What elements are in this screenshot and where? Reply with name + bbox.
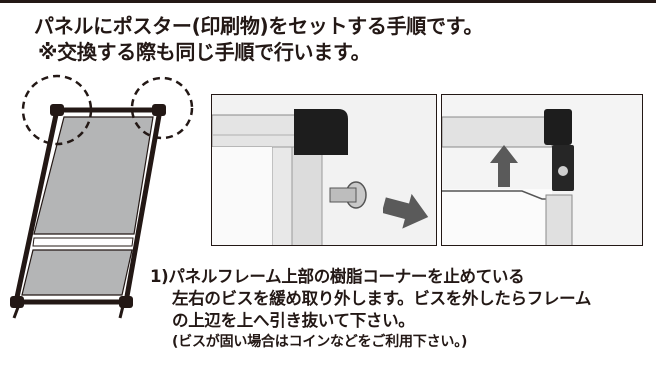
- photo-corner-screw: [211, 94, 437, 246]
- highlight-circle-left: [21, 74, 93, 146]
- raised-corner-cap: [544, 109, 572, 145]
- corner-cap: [294, 109, 348, 155]
- top-right-corner-cap: [152, 104, 166, 116]
- panel-leg-left: [12, 301, 22, 319]
- step-instructions: 1)パネルフレーム上部の樹脂コーナーを止めている 左右のビスを緩め取り外します。…: [150, 266, 591, 352]
- panel-band: [32, 237, 134, 247]
- arrow-up-icon: [490, 145, 518, 187]
- top-rule: [0, 0, 656, 3]
- panel-leg-right: [118, 301, 126, 319]
- poster-area-upper: [33, 116, 154, 235]
- bottom-left-corner-cap: [10, 296, 24, 308]
- instruction-subtitle: ※交換する際も同じ手順で行います。: [38, 40, 371, 64]
- poster-area-lower: [21, 249, 133, 296]
- top-left-corner-cap: [50, 104, 64, 116]
- step-note: (ビスが固い場合はコインなどをご利用下さい。): [172, 334, 468, 350]
- arrow-right-icon: [383, 193, 429, 229]
- instruction-title: パネルにポスター(印刷物)をセットする手順です。: [34, 14, 484, 38]
- photo-frame-pulled-up: [441, 94, 643, 246]
- step-line-1: 1)パネルフレーム上部の樹脂コーナーを止めている: [150, 267, 525, 286]
- step-line-2: 左右のビスを緩め取り外します。ビスを外したらフレーム: [172, 289, 592, 308]
- poster-panel-illustration: [10, 74, 194, 319]
- highlight-circle-right: [130, 76, 194, 140]
- bottom-right-corner-cap: [119, 296, 133, 308]
- step-number: 1): [150, 267, 169, 286]
- step-line-3: の上辺を上へ引き抜いて下さい。: [172, 311, 415, 330]
